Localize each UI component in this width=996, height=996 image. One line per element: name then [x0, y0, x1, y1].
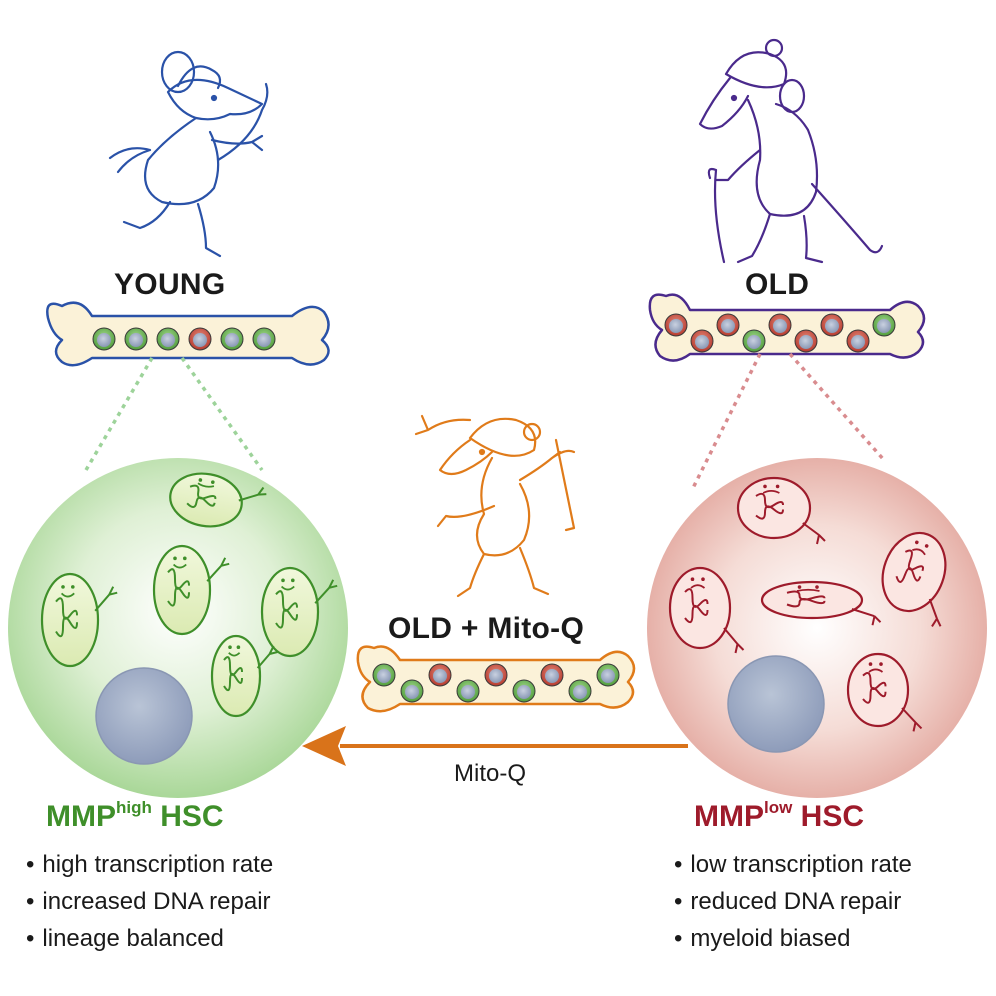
list-item: myeloid biased	[674, 920, 912, 957]
happy-mitochondrion	[40, 572, 118, 668]
list-item: low transcription rate	[674, 846, 911, 883]
old-mouse-drawing	[698, 38, 884, 264]
marrow-cell	[768, 313, 792, 337]
list-item: reduced DNA repair	[674, 883, 912, 920]
treated-mouse-drawing	[414, 414, 576, 598]
happy-mitochondrion	[152, 544, 230, 636]
old-label: OLD	[745, 268, 810, 301]
zoom-connectors-young	[84, 356, 264, 472]
list-item: high transcription rate	[26, 846, 273, 883]
marrow-cell	[124, 327, 148, 351]
marrow-cell	[220, 327, 244, 351]
list-item: increased DNA repair	[26, 883, 273, 920]
arrow-label: Mito-Q	[454, 760, 526, 787]
young-label: YOUNG	[114, 268, 226, 301]
marrow-cell	[92, 327, 116, 351]
marrow-cell	[540, 663, 564, 687]
marrow-cell	[568, 679, 592, 703]
marrow-cell	[484, 663, 508, 687]
marrow-cell	[400, 679, 424, 703]
sad-mitochondrion	[881, 531, 947, 627]
list-item: lineage balanced	[26, 920, 273, 957]
sad-mitochondrion	[846, 652, 923, 732]
marrow-cell	[188, 327, 212, 351]
sad-mitochondrion	[736, 476, 826, 545]
mmp-low-hsc-cell	[647, 458, 987, 798]
marrow-cell	[156, 327, 180, 351]
young-mouse-drawing	[108, 50, 269, 258]
marrow-cell	[742, 329, 766, 353]
marrow-cell	[428, 663, 452, 687]
marrow-cell	[252, 327, 276, 351]
marrow-cell	[846, 329, 870, 353]
marrow-cell	[794, 329, 818, 353]
old-bone-marrow	[648, 293, 926, 362]
marrow-cell	[690, 329, 714, 353]
mmp-low-bullets: low transcription rate reduced DNA repai…	[674, 846, 912, 957]
marrow-cell	[820, 313, 844, 337]
marrow-cell	[372, 663, 396, 687]
treated-bone-marrow	[356, 645, 636, 713]
happy-mitochondrion	[210, 634, 278, 718]
sad-mitochondrion	[668, 566, 745, 654]
zoom-connectors-old	[690, 352, 886, 491]
mmp-low-title: MMPlow HSC	[694, 798, 865, 833]
marrow-cell	[872, 313, 896, 337]
marrow-cell	[512, 679, 536, 703]
happy-mitochondrion	[260, 566, 338, 658]
young-bone-marrow	[46, 301, 330, 367]
mmp-high-title: MMPhigh HSC	[46, 798, 224, 833]
happy-mitochondrion	[169, 472, 267, 528]
mmp-high-hsc-cell	[8, 458, 348, 798]
mmp-high-bullets: high transcription rate increased DNA re…	[26, 846, 273, 957]
sad-mitochondrion	[760, 580, 882, 626]
marrow-cell	[456, 679, 480, 703]
mito-q-arrow[interactable]	[302, 726, 688, 766]
treated-label: OLD + Mito-Q	[388, 612, 585, 645]
marrow-cell	[596, 663, 620, 687]
marrow-cell	[664, 313, 688, 337]
marrow-cell	[716, 313, 740, 337]
